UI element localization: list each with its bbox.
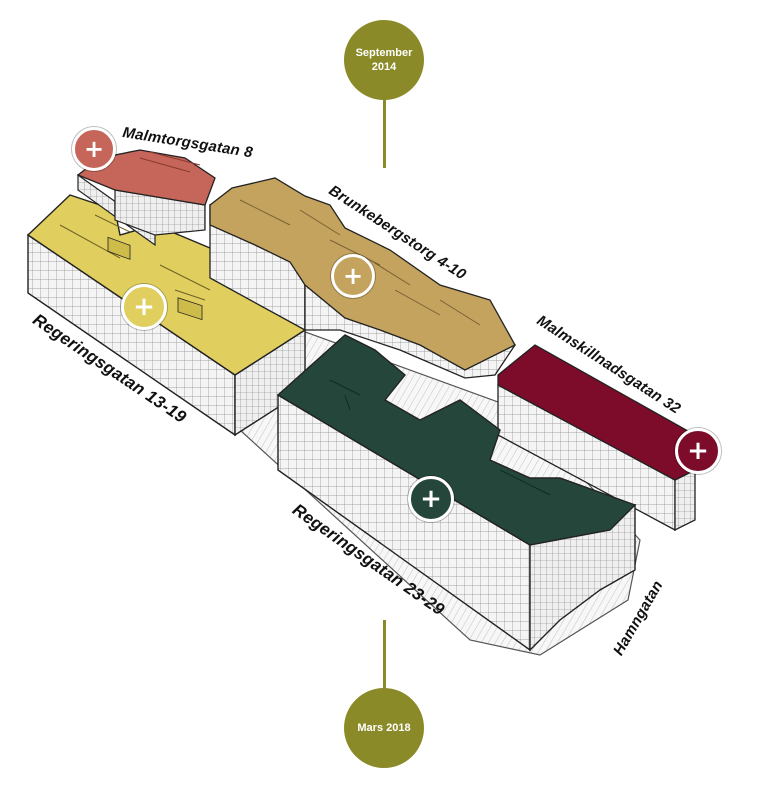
timeline-start-label-line2: 2014 — [371, 61, 397, 73]
plus-icon: + — [687, 436, 709, 466]
timeline-start-label-line1: September — [355, 47, 413, 59]
timeline-start-circle: September 2014 — [344, 20, 424, 100]
plus-icon: + — [83, 135, 105, 163]
timeline-end-label: Mars 2018 — [357, 722, 411, 734]
plus-icon: + — [342, 262, 364, 290]
marker-malmtorgsgatan-8[interactable]: + — [72, 127, 116, 171]
plus-icon: + — [133, 292, 155, 322]
building-malmtorgsgatan-8 — [76, 149, 216, 247]
marker-regeringsgatan-13-19[interactable]: + — [121, 284, 167, 330]
timeline-end-circle: Mars 2018 — [344, 688, 424, 768]
building-malmskillnadsgatan-32 — [497, 344, 696, 532]
plus-icon: + — [420, 484, 442, 514]
timeline-end-line — [383, 620, 386, 690]
marker-brunkebergstorg-4-10[interactable]: + — [331, 254, 375, 298]
building-regeringsgatan-13-19 — [26, 194, 307, 437]
timeline-start-line — [383, 98, 386, 168]
marker-regeringsgatan-23-29[interactable]: + — [408, 476, 454, 522]
marker-malmskillnadsgatan-32[interactable]: + — [675, 428, 721, 474]
